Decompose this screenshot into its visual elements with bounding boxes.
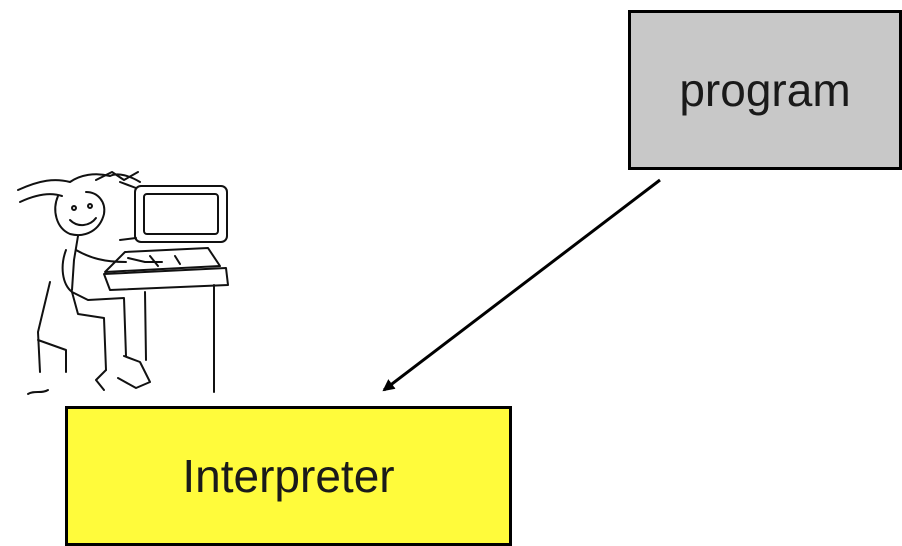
program-node: program (628, 10, 902, 170)
program-label: program (679, 64, 851, 116)
edge-program-to-interpreter (382, 178, 661, 392)
interpreter-label: Interpreter (182, 450, 395, 502)
interpreter-node: Interpreter (65, 406, 512, 546)
person-at-computer-sketch (17, 171, 229, 395)
